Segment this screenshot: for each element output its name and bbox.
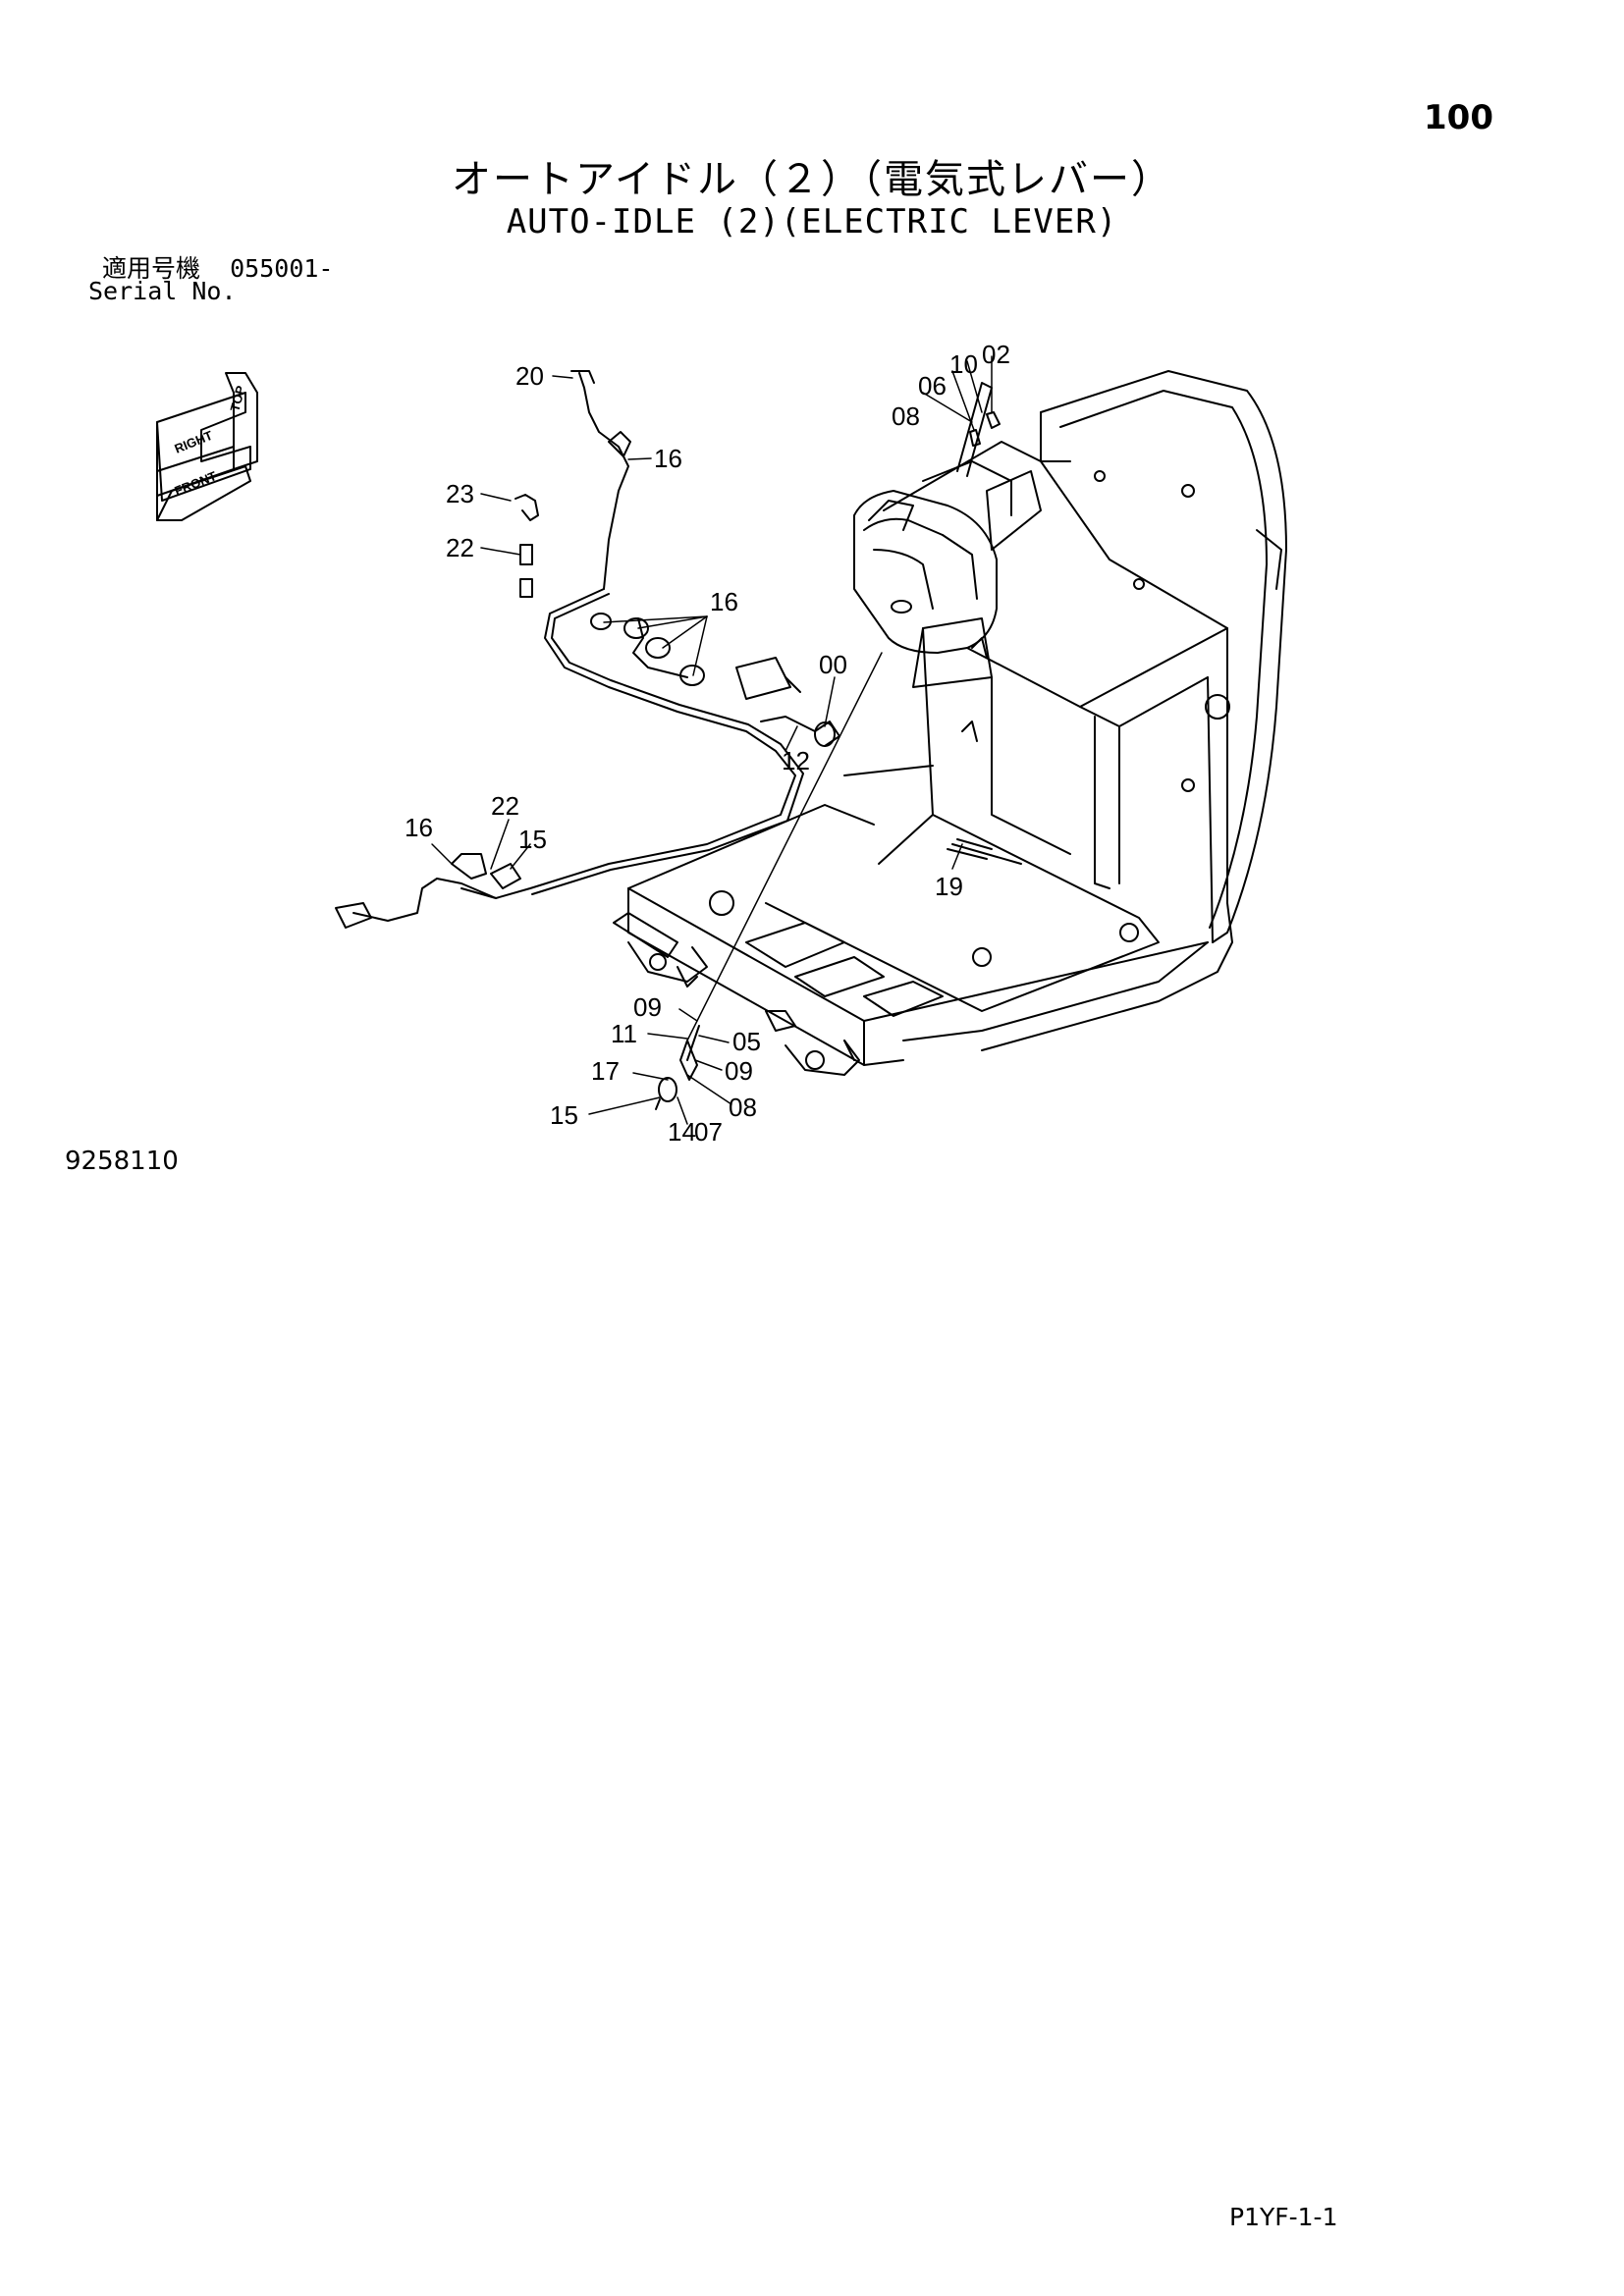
callout-label: 22	[446, 533, 474, 562]
callout-label: 15	[550, 1100, 578, 1130]
wiring-harness	[335, 370, 840, 929]
callout-label: 08	[729, 1093, 757, 1122]
serial-label-japanese: 適用号機 055001-	[102, 249, 333, 285]
serial-label: 適用号機	[102, 254, 201, 283]
orientation-right-label: RIGHT	[173, 428, 215, 456]
control-lever	[853, 382, 1012, 654]
callout-label: 19	[935, 872, 963, 901]
orientation-icon: RIGHT FRONT TOP	[156, 372, 258, 521]
callout-label: 06	[918, 371, 947, 400]
serial-value: 055001-	[230, 254, 334, 283]
callout-label: 10	[949, 349, 978, 379]
callout-labels: 20 16 23 22 16 00 12 06 10 02 08 16 22 1…	[405, 340, 1010, 1147]
sheet-code: P1YF-1-1	[1229, 2203, 1338, 2231]
page-number: 100	[1424, 98, 1493, 137]
callout-label: 22	[491, 791, 519, 821]
callout-label: 12	[782, 746, 810, 775]
callout-label: 14	[668, 1117, 696, 1147]
small-parts	[514, 411, 1001, 1110]
callout-label: 09	[633, 992, 662, 1022]
orientation-top-label: TOP	[227, 384, 247, 413]
callout-label: 16	[710, 587, 738, 616]
leader-lines	[431, 355, 993, 1125]
orientation-front-label: FRONT	[173, 468, 219, 499]
callout-label: 15	[518, 825, 547, 854]
callout-label: 02	[982, 340, 1010, 369]
callout-label: 17	[591, 1056, 620, 1086]
callout-label: 09	[725, 1056, 753, 1086]
callout-label: 07	[694, 1117, 723, 1147]
callout-label: 08	[892, 401, 920, 431]
drawing-number: 9258110	[65, 1147, 179, 1176]
callout-label: 05	[732, 1027, 761, 1056]
callout-label: 00	[819, 650, 847, 679]
callout-label: 11	[611, 1019, 637, 1048]
callout-label: 20	[515, 361, 544, 391]
callout-label: 23	[446, 479, 474, 508]
page-title-english: AUTO-IDLE (2)(ELECTRIC LEVER)	[506, 202, 1118, 241]
callout-label: 16	[654, 444, 682, 473]
page-title-japanese: オートアイドル（２）（電気式レバー）	[452, 157, 1172, 202]
callout-label: 16	[405, 813, 433, 842]
serial-label-english: Serial No.	[88, 277, 237, 305]
mounting-rails	[613, 912, 860, 1076]
parts-diagram: RIGHT FRONT TOP	[156, 340, 1287, 1147]
